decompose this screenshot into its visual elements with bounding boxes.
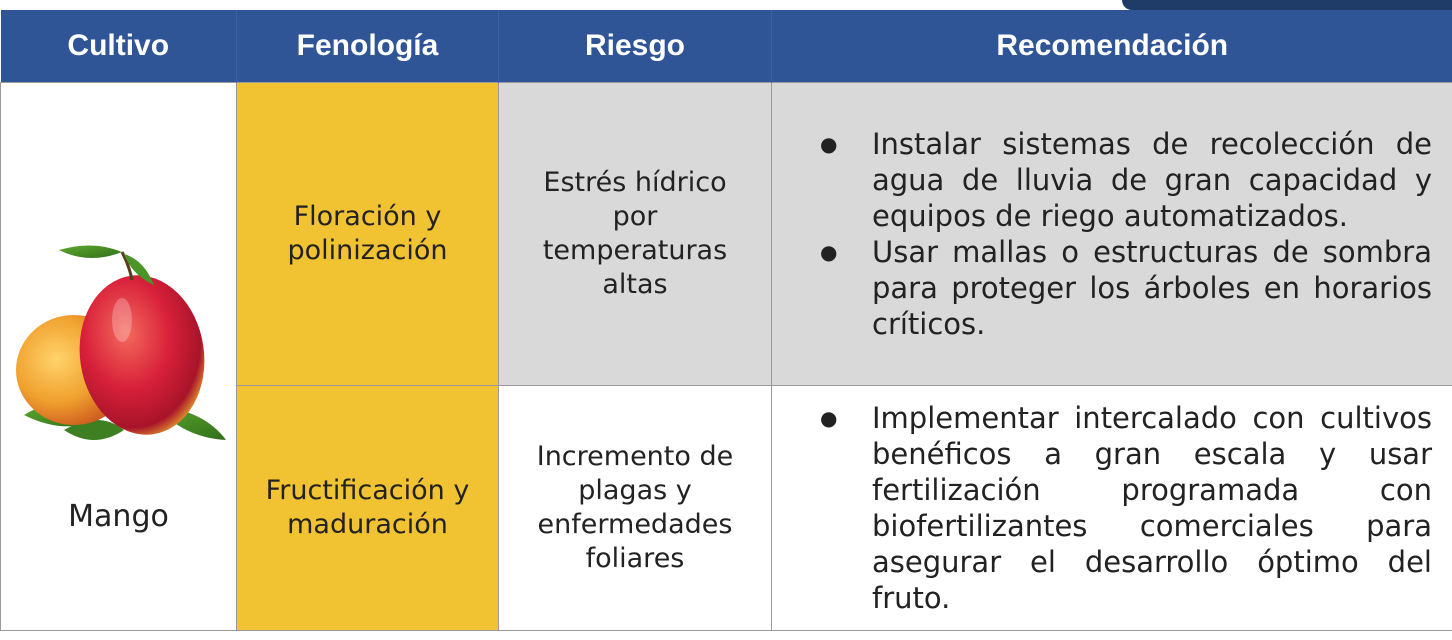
mango-fruit-image xyxy=(15,244,226,440)
header-recomendacion: Recomendación xyxy=(771,10,1452,83)
phenology-cell: Floración y polinización xyxy=(236,82,499,386)
crop-cell: Mango xyxy=(0,82,237,631)
recommendation-list: ●Implementar intercalado con cultivos be… xyxy=(772,400,1452,616)
risk-text: Estrés hídrico por temperaturas altas xyxy=(542,167,728,300)
crop-name: Mango xyxy=(68,498,169,534)
recommendation-item: ●Implementar intercalado con cultivos be… xyxy=(820,401,1432,615)
recommendation-list: ●Instalar sistemas de recolección de agu… xyxy=(772,126,1452,342)
table-row: Mango Floración y polinización Estrés hí… xyxy=(0,82,1452,631)
table-row: Fructificación y maduración Incremento d… xyxy=(1,385,1452,631)
bullet-icon: ● xyxy=(820,406,838,430)
risk-cell: Estrés hídrico por temperaturas altas xyxy=(498,82,772,386)
bullet-icon: ● xyxy=(820,132,838,156)
crop-risk-table: Cultivo Fenología Riesgo Recomendación xyxy=(0,10,1452,631)
corner-tab-decoration xyxy=(1122,0,1452,10)
table-header-row: Cultivo Fenología Riesgo Recomendación xyxy=(0,10,1452,83)
recommendation-cell: ●Instalar sistemas de recolección de agu… xyxy=(771,82,1452,386)
header-fenologia: Fenología xyxy=(236,10,499,83)
risk-text: Incremento de plagas y enfermedades foli… xyxy=(536,441,734,574)
recommendation-item: ●Usar mallas o estructuras de sombra par… xyxy=(820,235,1432,341)
phenology-text: Fructificación y maduración xyxy=(265,475,470,540)
header-riesgo: Riesgo xyxy=(498,10,772,83)
phenology-cell: Fructificación y maduración xyxy=(236,385,499,631)
recommendation-item: ●Instalar sistemas de recolección de agu… xyxy=(820,127,1432,233)
header-cultivo: Cultivo xyxy=(0,10,237,83)
bullet-icon: ● xyxy=(820,240,838,264)
recommendation-cell: ●Implementar intercalado con cultivos be… xyxy=(771,385,1452,631)
phenology-text: Floración y polinización xyxy=(287,201,448,266)
risk-cell: Incremento de plagas y enfermedades foli… xyxy=(498,385,772,631)
